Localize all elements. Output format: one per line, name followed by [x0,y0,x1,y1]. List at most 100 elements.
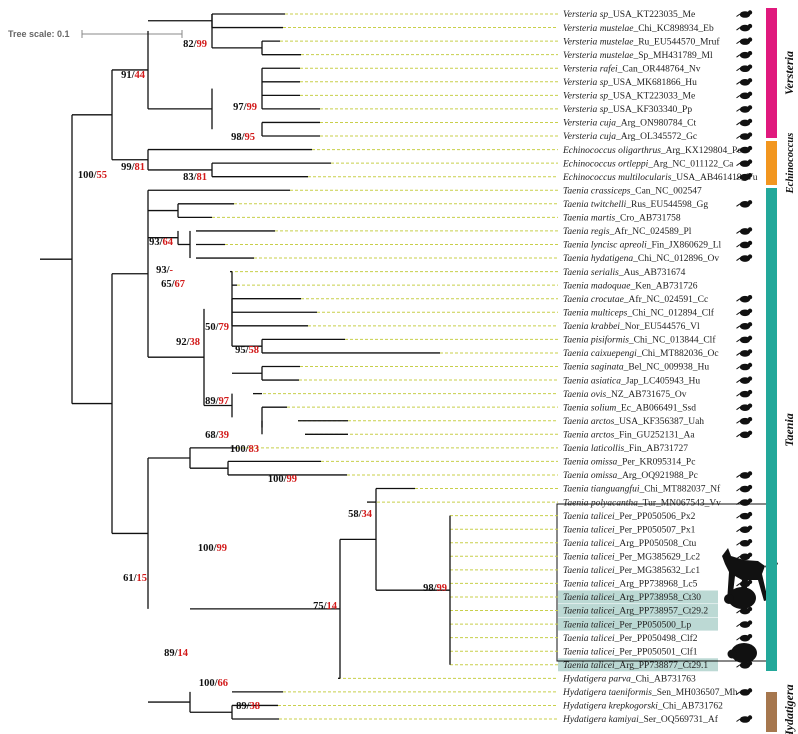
tip-label: Taenia serialis_Aus_AB731674 [563,268,686,278]
tip-label: Taenia krabbei_Nor_EU544576_Vl [563,322,700,332]
host-icons [736,10,753,723]
clade-bars: Versteria Echinococcus Taenia Hydatigera [766,8,796,734]
support-label: 58/34 [348,509,373,520]
tip-label: Taenia tianguangfui_Chi_MT882037_Nf [563,484,721,495]
tip-highlight [558,590,718,604]
tip-label: Taenia martis_Cro_AB731758 [563,214,681,224]
tip-highlight [558,604,718,618]
tip-highlight [558,617,718,631]
tip-label: Taenia arctos_USA_KF356387_Uah [563,417,704,427]
tip-label: Taenia talicei_Per_PP050501_Clf1 [563,646,698,657]
tip-label: Echinococcus oligarthrus_Arg_KX129804_Pc [562,146,741,156]
tip-label: Taenia laticollis_Fin_AB731727 [563,444,688,454]
tip-label: Versteria sp_USA_MK681866_Hu [563,78,697,88]
cat-icon [736,620,753,628]
primate-icon [736,105,753,113]
tip-label: Taenia omissa_Arg_OQ921988_Pc [563,471,698,481]
vole-icon [736,37,753,45]
bear-icon [736,417,753,425]
clade-label-hydatigera: Hydatigera [782,684,796,734]
lion-icon [736,227,753,235]
dog-icon [736,633,753,642]
tip-label: Versteria mustelae_Ru_EU544570_Mruf [563,36,720,47]
tip-label: Versteria rafei_Can_OR448764_Nv [563,63,701,74]
support-label: 98/95 [231,132,255,143]
tip-label: Versteria cuja_Arg_OL345572_Gc [563,132,697,142]
tip-label: Versteria sp_USA_KF303340_Pp [563,105,692,115]
tip-label: Taenia talicei_Per_PP050507_Px1 [563,525,696,535]
support-label: 100/55 [78,170,107,181]
tip-label: Taenia polyacantha_Tur_MN067543_Vv [563,498,721,508]
rodent-icon [736,484,753,493]
mink-icon [736,91,753,100]
mouse-icon [736,525,753,533]
tip-label: Versteria mustelae_Sp_MH431789_Ml [563,51,713,61]
support-label: 98/99 [423,583,447,594]
human-icon [736,376,753,384]
support-label: 61/15 [123,573,147,584]
highlight-group [558,590,718,672]
rodent-icon [736,539,753,547]
dog-icon [736,322,753,330]
tip-label: Taenia caixuepengi_Chi_MT882036_Oc [563,349,719,359]
large-tuco-icon [724,587,757,663]
rodent-icon [736,688,753,696]
tip-label: Taenia talicei_Per_PP050506_Px2 [563,512,696,522]
support-label: 100/99 [198,543,227,554]
tuco-icon [736,606,753,615]
tip-label: Taenia ovis_NZ_AB731675_Ov [563,390,687,400]
tip-label: Taenia asiatica_Jap_LC405943_Hu [563,376,700,386]
pig-icon [736,403,753,411]
support-label: 91/44 [121,70,146,81]
sheep-icon [736,254,753,262]
guide-lines [212,13,558,720]
cat-icon [736,145,753,154]
cat-icon [736,471,753,479]
mink-icon [736,64,753,73]
support-label: 100/99 [268,474,297,485]
tip-label: Echinococcus ortleppi_Arg_NC_011122_Ca [562,159,734,169]
human-icon [736,362,753,371]
tip-label: Taenia hydatigena_Chi_NC_012896_Ov [563,254,719,264]
tip-label: Taenia solium_Ec_AB066491_Ssd [563,403,696,413]
rabbit-icon [736,349,753,357]
clade-label-taenia: Taenia [782,413,796,447]
support-label: 89/97 [205,396,229,407]
support-label: 68/39 [205,430,229,441]
tip-label: Taenia crassiceps_Can_NC_002547 [563,186,702,196]
hyena-icon [736,295,753,303]
support-label: 89/14 [164,648,189,659]
support-label: 75/14 [313,601,338,612]
support-label: 65/67 [161,279,185,290]
sheep-icon [736,389,753,398]
tip-label: Versteria mustelae_Chi_KC898934_Eb [563,24,714,34]
dog-icon [736,335,753,344]
support-label: 92/38 [176,337,200,348]
human-icon [736,78,753,86]
tip-label: Hydatigera krepkogorski_Chi_AB731762 [562,702,723,712]
tip-label: Versteria sp_USA_KT223033_Me [563,92,695,102]
tree-scale: Tree scale: 0.1 [8,29,183,39]
clade-label-versteria: Versteria [782,51,796,95]
dog-icon [736,308,753,317]
tip-label: Versteria cuja_Arg_ON980784_Ct [563,119,696,129]
tip-label: Taenia talicei_Per_PP050500_Lp [563,620,691,630]
clade-bar-versteria [766,8,777,138]
tip-highlight [558,658,718,672]
clade-bar-taenia [766,188,777,671]
tip-label: Taenia crocutae_Afr_NC_024591_Cc [563,294,708,305]
tip-label: Echinococcus multilocularis_USA_AB461419… [562,173,758,183]
fox-icon [736,498,753,506]
mouse-icon [736,715,753,723]
tip-label: Taenia omissa_Per_KR095314_Pc [563,458,695,468]
support-label: 95/58 [235,345,259,356]
support-label: 82/99 [183,39,207,50]
support-label: 83/81 [183,172,207,183]
weasel-icon [736,23,753,32]
clade-bar-echinococcus [766,141,777,185]
tip-label: Taenia talicei_Arg_PP738957_Ct29.2 [563,607,708,617]
support-label: 50/79 [205,322,229,333]
tip-label: Taenia twitchelli_Rus_EU544598_Gg [563,200,708,210]
